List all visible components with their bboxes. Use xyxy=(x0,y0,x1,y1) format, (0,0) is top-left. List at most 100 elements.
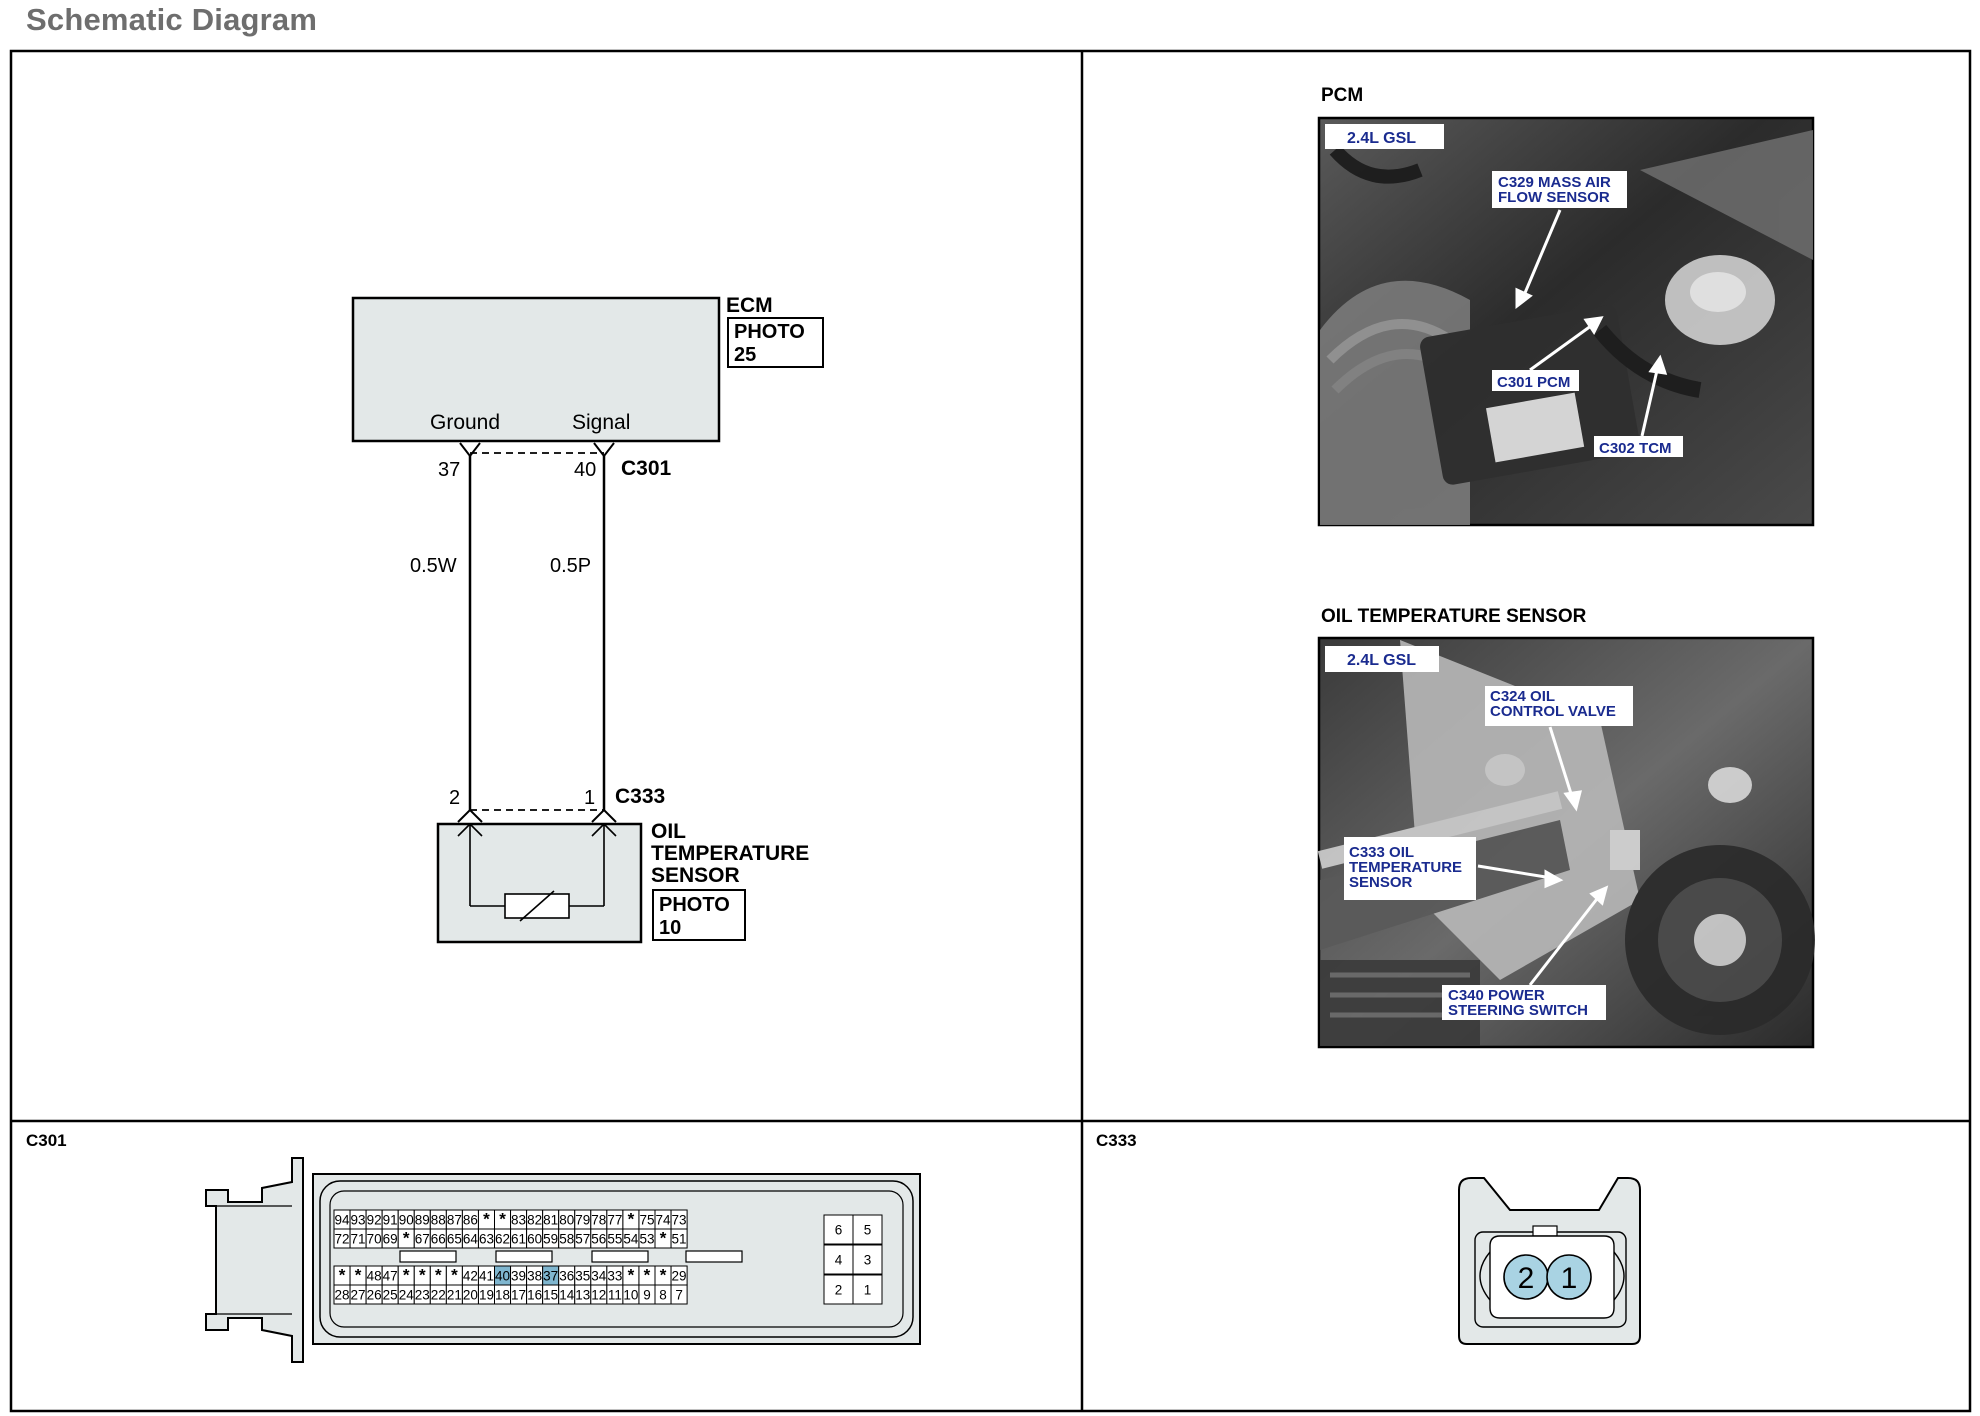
c301-pin-cavity-label: 67 xyxy=(415,1232,430,1247)
c301-pin-cavity-label: 78 xyxy=(591,1213,606,1228)
c333-caption: C333 xyxy=(1096,1131,1137,1150)
c301-pin-cavity-label: 57 xyxy=(575,1232,590,1247)
callout-ocv-line1: C324 OIL xyxy=(1490,688,1555,705)
c301-pin-37-symbol xyxy=(459,442,481,458)
c301-side-pin-cavity-label: 5 xyxy=(864,1223,872,1238)
c301-pin-cavity-label: 72 xyxy=(335,1232,350,1247)
wire-signal-spec: 0.5P xyxy=(550,555,591,577)
c301-pin-cavity-label: 88 xyxy=(431,1213,446,1228)
c301-side-pin-cavity xyxy=(823,1274,854,1305)
c301-pin-cavity-label: 33 xyxy=(607,1269,622,1284)
sensor-label-line2: TEMPERATURE xyxy=(651,842,809,865)
schematic: ECM PHOTO 25 Ground Signal 37 40 C301 0.… xyxy=(351,294,824,944)
c301-pin-cavity-label: 93 xyxy=(351,1213,366,1228)
c301-pin-cavity-label: 91 xyxy=(383,1213,398,1228)
c301-pin-cavity-label: 51 xyxy=(672,1232,687,1247)
c301-side-pin-cavity-label: 6 xyxy=(835,1223,843,1238)
ecm-photo-box xyxy=(727,317,824,368)
callout-ots-line3: SENSOR xyxy=(1349,874,1413,891)
c301-caption: C301 xyxy=(26,1131,67,1150)
c301-pin-cavity-label: 11 xyxy=(608,1288,622,1303)
c301-pin-cavity-label: 48 xyxy=(367,1269,382,1284)
page-title: Schematic Diagram xyxy=(26,2,318,37)
c301-pin-cavity-label: * xyxy=(660,1266,667,1285)
c301-pin-cavity-label: * xyxy=(435,1266,442,1285)
c301-pin-cavity-label: 9 xyxy=(643,1288,651,1303)
c301-pin-cavity-label: 64 xyxy=(463,1232,479,1247)
sensor-label-line3: SENSOR xyxy=(651,864,740,887)
c301-pin-cavity-label: 58 xyxy=(559,1232,574,1247)
c301-pin-cavity-label: 39 xyxy=(511,1269,526,1284)
c301-pin-cavity-label: 94 xyxy=(335,1213,351,1228)
c301-pin-cavity-label: 71 xyxy=(351,1232,366,1247)
c301-pin-cavity-label: 16 xyxy=(527,1288,542,1303)
c301-pin-cavity-label: * xyxy=(644,1266,651,1285)
pcm-photo-panel: PCM 2.4L GSL C329 MASS AIR FLOW SENSOR C… xyxy=(1317,85,1815,527)
c301-pin-cavity-label: 89 xyxy=(415,1213,430,1228)
c301-pin-cavity-label: 86 xyxy=(463,1213,478,1228)
c301-pin-cavity-label: 19 xyxy=(479,1288,494,1303)
c301-pin-cavity-label: 82 xyxy=(527,1213,542,1228)
ecm-label: ECM xyxy=(726,294,773,317)
c301-pin-cavity-label: 13 xyxy=(575,1288,590,1303)
c301-pin-cavity-label: 74 xyxy=(656,1213,672,1228)
ots-photo-tag xyxy=(1325,646,1439,672)
c333-connector-label: C333 xyxy=(615,785,665,808)
c301-pin-cavity-label: 80 xyxy=(559,1213,574,1228)
sensor-pin-2-arrow xyxy=(457,822,483,906)
ots-photo-panel: OIL TEMPERATURE SENSOR 2.4L GSL C324 OIL… xyxy=(1317,606,1815,1049)
c301-pin-cavity-label: 7 xyxy=(675,1288,683,1303)
c301-pin-cavity-label: 63 xyxy=(479,1232,494,1247)
sensor-pin-1-arrow xyxy=(591,822,617,906)
sensor-label-line1: OIL xyxy=(651,820,686,843)
c301-pin-cavity-label: 75 xyxy=(639,1213,654,1228)
c301-pin-cavity-label: 42 xyxy=(463,1269,478,1284)
callout-maf-line2: FLOW SENSOR xyxy=(1498,189,1610,206)
c301-pin-cavity-label: 55 xyxy=(607,1232,622,1247)
c301-side-pin-cavity xyxy=(823,1244,854,1275)
c301-pin-cavity-label: * xyxy=(628,1210,635,1229)
c301-pin-cavity-label: 37 xyxy=(543,1269,558,1284)
c301-pin-cavity-label: 40 xyxy=(495,1269,510,1284)
c301-pin-cavity-label: 54 xyxy=(623,1232,639,1247)
callout-ocv-line2: CONTROL VALVE xyxy=(1490,703,1616,720)
c301-pin-cavity-label: 87 xyxy=(447,1213,462,1228)
wire-ground-spec: 0.5W xyxy=(410,555,457,577)
c301-pin-cavity-label: 15 xyxy=(543,1288,558,1303)
c301-pin-cavity-label: 81 xyxy=(543,1213,558,1228)
c333-pin-1-symbol xyxy=(591,808,617,823)
callout-pcm: C301 PCM xyxy=(1497,374,1570,391)
c301-pin-cavity-label: 22 xyxy=(431,1288,446,1303)
c301-pin-cavity-label: 24 xyxy=(399,1288,415,1303)
ecm-photo-number: 25 xyxy=(734,344,756,366)
c301-pin-cavity-label: * xyxy=(628,1266,635,1285)
callout-maf-line1: C329 MASS AIR xyxy=(1498,174,1611,191)
c301-pin-cavity-label: 65 xyxy=(447,1232,462,1247)
c333-pin-1-number: 1 xyxy=(584,787,595,809)
c301-pin-cavity-label: 53 xyxy=(639,1232,654,1247)
c301-pin-40-symbol xyxy=(593,442,615,458)
c301-side-pin-cavity-label: 1 xyxy=(864,1283,872,1298)
ecm-photo-label: PHOTO xyxy=(734,321,805,343)
ecm-box xyxy=(351,296,721,443)
c301-pin-cavity-label: 29 xyxy=(672,1269,687,1284)
callout-pss-line1: C340 POWER xyxy=(1448,987,1545,1004)
pcm-photo-tag-text: 2.4L GSL xyxy=(1347,130,1416,147)
callout-pss-line2: STEERING SWITCH xyxy=(1448,1002,1588,1019)
c301-pin-cavity-label: 10 xyxy=(623,1288,638,1303)
c301-side-pin-cavity xyxy=(852,1214,883,1245)
c301-pin-cavity-label: 38 xyxy=(527,1269,542,1284)
c301-pin-cavity-label: 77 xyxy=(607,1213,622,1228)
c301-pin-cavity-label: * xyxy=(355,1266,362,1285)
pcm-photo-tag xyxy=(1325,124,1444,149)
c301-pin-cavity-label: 60 xyxy=(527,1232,542,1247)
c301-pin-cavity-label: 23 xyxy=(415,1288,430,1303)
c301-side-pin-cavity xyxy=(852,1244,883,1275)
c301-pin-cavity-label: 92 xyxy=(367,1213,382,1228)
c301-pin-cavity-label: 17 xyxy=(511,1288,526,1303)
c333-pin-2-number: 2 xyxy=(449,787,460,809)
c301-pin-cavity-label: 21 xyxy=(447,1288,462,1303)
c301-pin-cavity-label: 70 xyxy=(367,1232,382,1247)
c301-pin-cavity-label: 62 xyxy=(495,1232,510,1247)
